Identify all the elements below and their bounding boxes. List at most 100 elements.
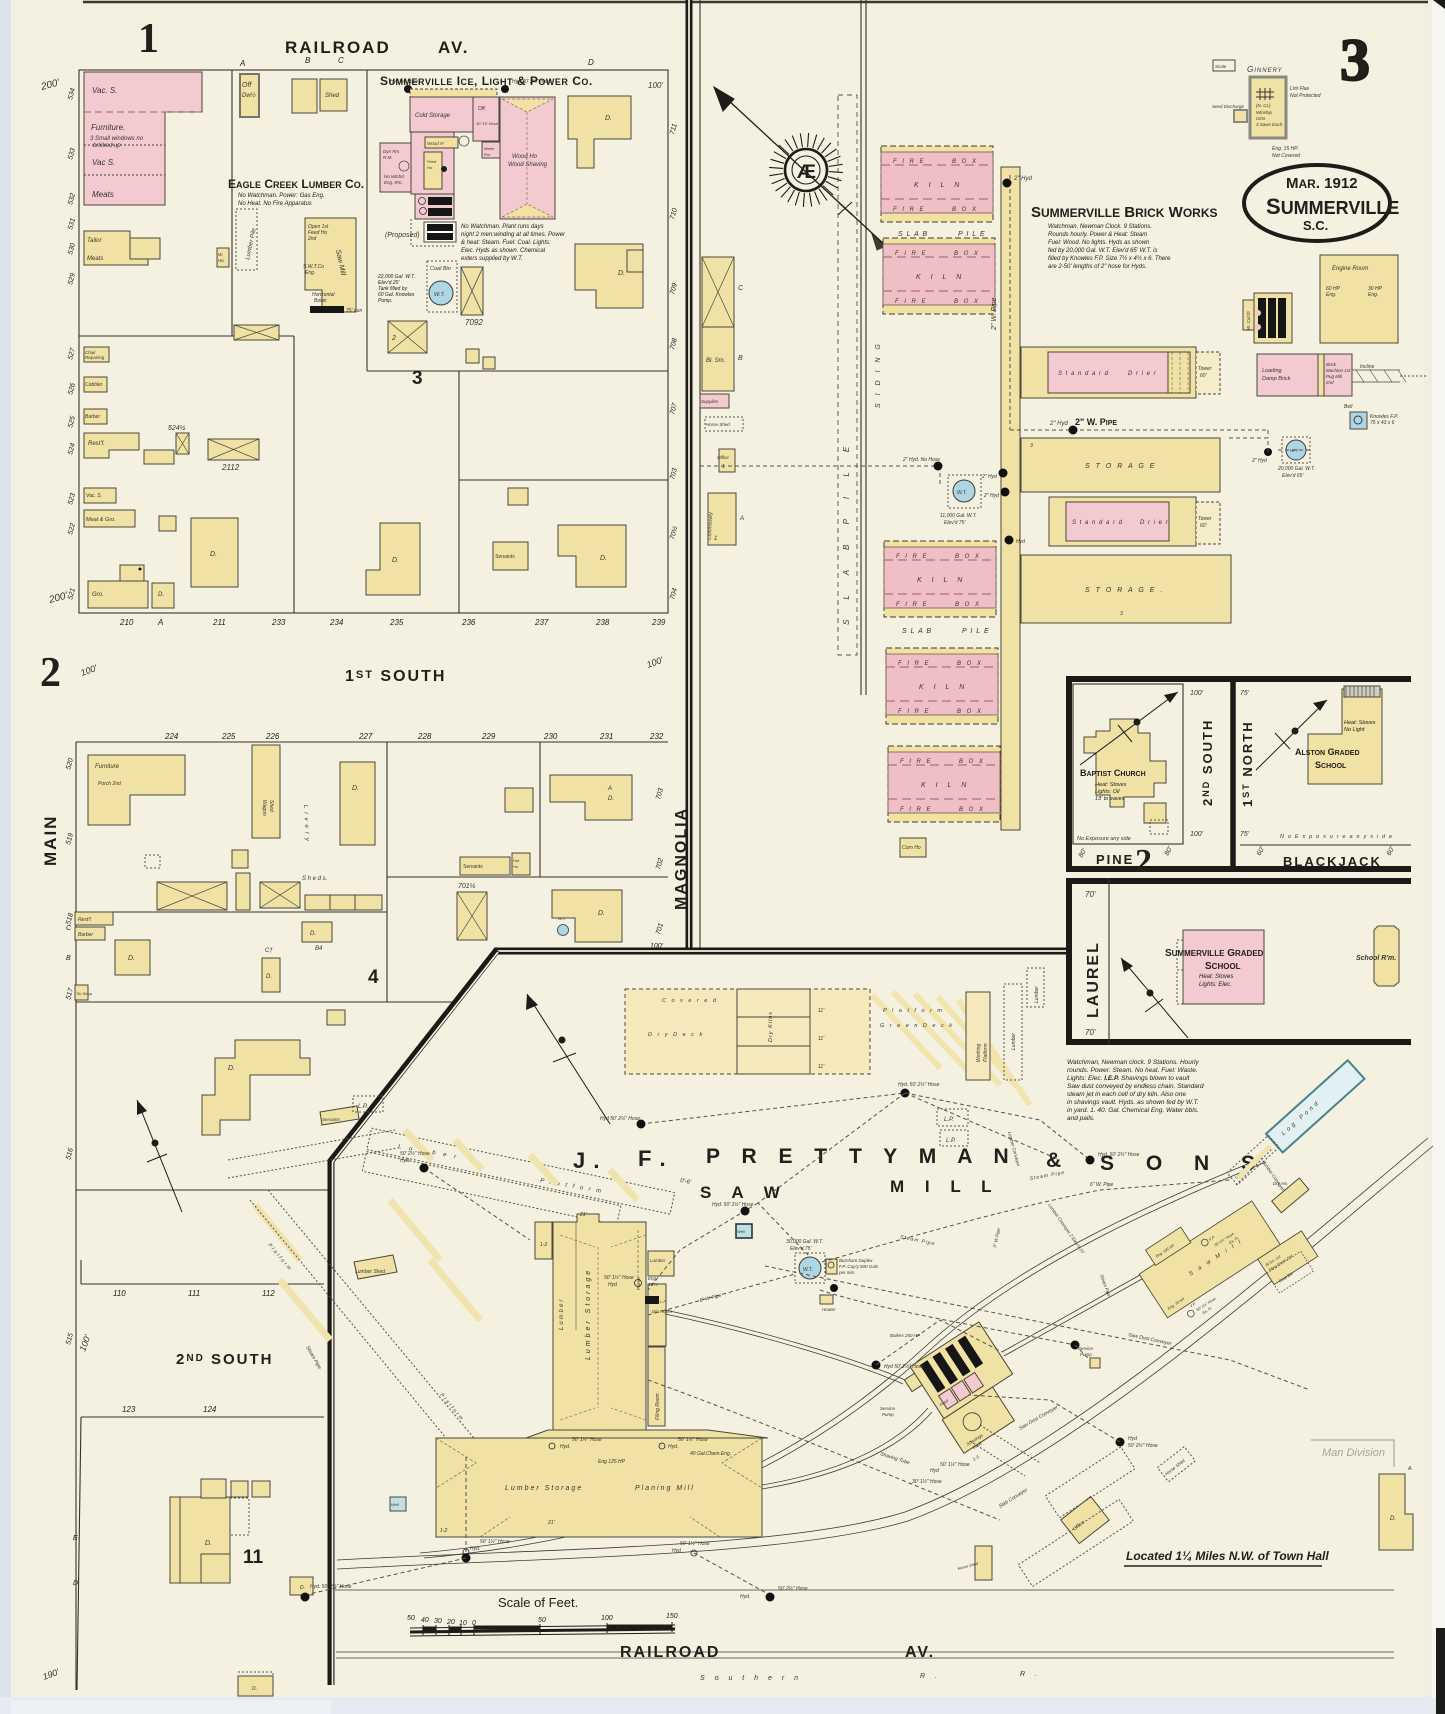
svg-text:C†: C† [265, 948, 273, 954]
svg-text:60 Gal. Knowles: 60 Gal. Knowles [378, 292, 415, 298]
svg-text:D.: D. [128, 955, 135, 962]
svg-text:1-2: 1-2 [440, 1528, 447, 1534]
svg-text:E: E [73, 1535, 78, 1542]
svg-text:Bl. Sm.: Bl. Sm. [706, 358, 725, 364]
svg-text:Lights: Oil: Lights: Oil [1095, 789, 1120, 795]
svg-text:P I L E: P I L E [962, 628, 990, 635]
svg-text:Cold Storage: Cold Storage [415, 113, 451, 119]
svg-text:50: 50 [538, 1617, 546, 1624]
svg-text:SUMMERVILLE BRICK WORKS: SUMMERVILLE BRICK WORKS [1031, 204, 1217, 221]
svg-text:524: 524 [67, 442, 77, 455]
svg-text:70': 70' [1085, 890, 1096, 899]
svg-text:703: 703 [669, 467, 679, 480]
svg-text:Tailor: Tailor [87, 238, 102, 244]
svg-text:steam jet in each cell of dry: steam jet in each cell of dry kiln. Also… [1067, 1091, 1186, 1098]
svg-text:D: D [588, 58, 594, 67]
svg-text:70½: 70½ [668, 525, 679, 540]
svg-text:Horse Shed: Horse Shed [706, 422, 730, 427]
svg-text:709: 709 [669, 282, 679, 295]
svg-text:Ho: Ho [513, 864, 519, 869]
svg-text:60': 60' [1200, 523, 1208, 529]
svg-text:C: C [338, 56, 344, 65]
svg-text:239: 239 [651, 618, 666, 627]
svg-text:Cobbler: Cobbler [85, 382, 103, 388]
svg-text:711: 711 [669, 123, 679, 136]
svg-text:525: 525 [67, 415, 77, 428]
svg-text:228: 228 [417, 732, 432, 741]
svg-text:Rm.: Rm. [484, 152, 491, 157]
svg-text:708: 708 [669, 337, 679, 350]
svg-text:100': 100' [648, 81, 663, 90]
svg-text:Elev'd 25': Elev'd 25' [378, 280, 400, 286]
svg-text:529: 529 [67, 272, 77, 285]
svg-text:Open 1st: Open 1st [308, 224, 329, 230]
svg-text:236: 236 [461, 618, 476, 627]
svg-text:B: B [66, 955, 71, 962]
svg-text:50' 1½" Hose: 50' 1½" Hose [604, 1274, 634, 1281]
svg-text:50' 2½" Hose: 50' 2½" Hose [400, 1150, 430, 1157]
svg-text:123: 123 [122, 1405, 136, 1414]
svg-text:100: 100 [601, 1615, 613, 1622]
svg-text:Pump: Pump [1080, 1352, 1092, 1357]
svg-text:Livery: Livery [302, 805, 310, 845]
svg-text:P l a t f o r m: P l a t f o r m [883, 1008, 944, 1014]
svg-text:Shed: Shed [268, 800, 274, 812]
svg-text:50' 1½" Hose: 50' 1½" Hose [678, 1436, 708, 1443]
svg-text:3: 3 [1030, 443, 1033, 449]
svg-text:ALSTON GRADED: ALSTON GRADED [1295, 747, 1360, 757]
svg-text:Shed: Shed [325, 93, 340, 99]
svg-text:MAGNOLIA: MAGNOLIA [673, 807, 690, 910]
svg-text:D r i e r: D r i e r [1128, 371, 1157, 377]
svg-text:C: C [738, 285, 744, 292]
svg-text:P I L E: P I L E [958, 231, 986, 238]
svg-text:S o u t h e r n: S o u t h e r n [700, 1675, 802, 1682]
svg-text:527: 527 [67, 346, 77, 360]
svg-text:in yard. 1. 40. Gal. Chemical: in yard. 1. 40. Gal. Chemical Eng. Water… [1067, 1107, 1199, 1114]
svg-text:Meats: Meats [87, 256, 103, 262]
svg-text:S I D I N G: S I D I N G [875, 341, 882, 408]
svg-text:237: 237 [534, 618, 549, 627]
svg-text:Watchman, Newman Clock. 9 Stat: Watchman, Newman Clock. 9 Stations. [1048, 224, 1152, 230]
svg-text:517: 517 [65, 986, 75, 1000]
svg-text:F.P. Cap'y 500 Gals: F.P. Cap'y 500 Gals [839, 1264, 879, 1269]
svg-text:D.: D. [210, 551, 217, 558]
svg-text:0: 0 [472, 1620, 476, 1627]
svg-text:2" Hyd: 2" Hyd [981, 474, 997, 480]
svg-text:Dyn Rm: Dyn Rm [383, 149, 400, 154]
svg-text:BAPTIST CHURCH: BAPTIST CHURCH [1080, 768, 1146, 778]
svg-text:No Watchman. Plant runs days: No Watchman. Plant runs days [461, 224, 544, 230]
svg-text:Seed Discharge: Seed Discharge [1212, 104, 1245, 109]
svg-text:Elev'd 75': Elev'd 75' [790, 1246, 812, 1252]
svg-text:in shavings vault. Hyds. as sh: in shavings vault. Hyds. as shown fed by… [1067, 1099, 1199, 1106]
svg-text:Hot: Hot [513, 858, 520, 863]
svg-text:S L A B: S L A B [902, 628, 932, 635]
svg-text:211: 211 [212, 618, 226, 627]
svg-text:11': 11' [818, 1008, 825, 1014]
svg-text:Hyd. 50' 2½" Hose: Hyd. 50' 2½" Hose [310, 1583, 352, 1590]
svg-text:Lumber Shed: Lumber Shed [355, 1269, 385, 1275]
svg-text:& heat: Steam. Fuel: Coal. Lig: & heat: Steam. Fuel: Coal. Lights: [461, 240, 551, 246]
svg-text:Eng.: Eng. [305, 270, 315, 276]
svg-text:Boiler: Boiler [314, 298, 327, 304]
svg-text:1: 1 [722, 464, 725, 470]
svg-text:MAIN: MAIN [41, 815, 60, 866]
svg-text:50' 2½" Hose: 50' 2½" Hose [1128, 1442, 1158, 1449]
svg-text:2: 2 [391, 335, 396, 342]
svg-text:S L A B P I L E: S L A B P I L E [842, 438, 851, 625]
svg-text:A.: A. [1407, 1466, 1413, 1472]
svg-text:50' 2½" Hose: 50' 2½" Hose [778, 1585, 808, 1592]
svg-text:PINE: PINE [1096, 852, 1134, 867]
svg-text:Working: Working [976, 1043, 982, 1062]
svg-text:Hyd.: Hyd. [740, 1594, 750, 1600]
svg-text:D.: D. [598, 910, 605, 917]
svg-text:LAUREL: LAUREL [1085, 941, 1102, 1018]
svg-text:520: 520 [65, 757, 75, 770]
svg-text:L.P.: L.P. [660, 1299, 667, 1304]
svg-text:6" W. Pipe: 6" W. Pipe [1090, 1182, 1113, 1188]
svg-text:D.: D. [600, 555, 607, 562]
svg-text:Not Protected: Not Protected [1290, 93, 1321, 99]
svg-text:S.C.: S.C. [1303, 218, 1328, 233]
svg-text:707: 707 [669, 401, 679, 415]
svg-text:Scale of Feet.: Scale of Feet. [498, 1595, 578, 1610]
svg-text:Lumber Storage: Lumber Storage [505, 1485, 583, 1492]
